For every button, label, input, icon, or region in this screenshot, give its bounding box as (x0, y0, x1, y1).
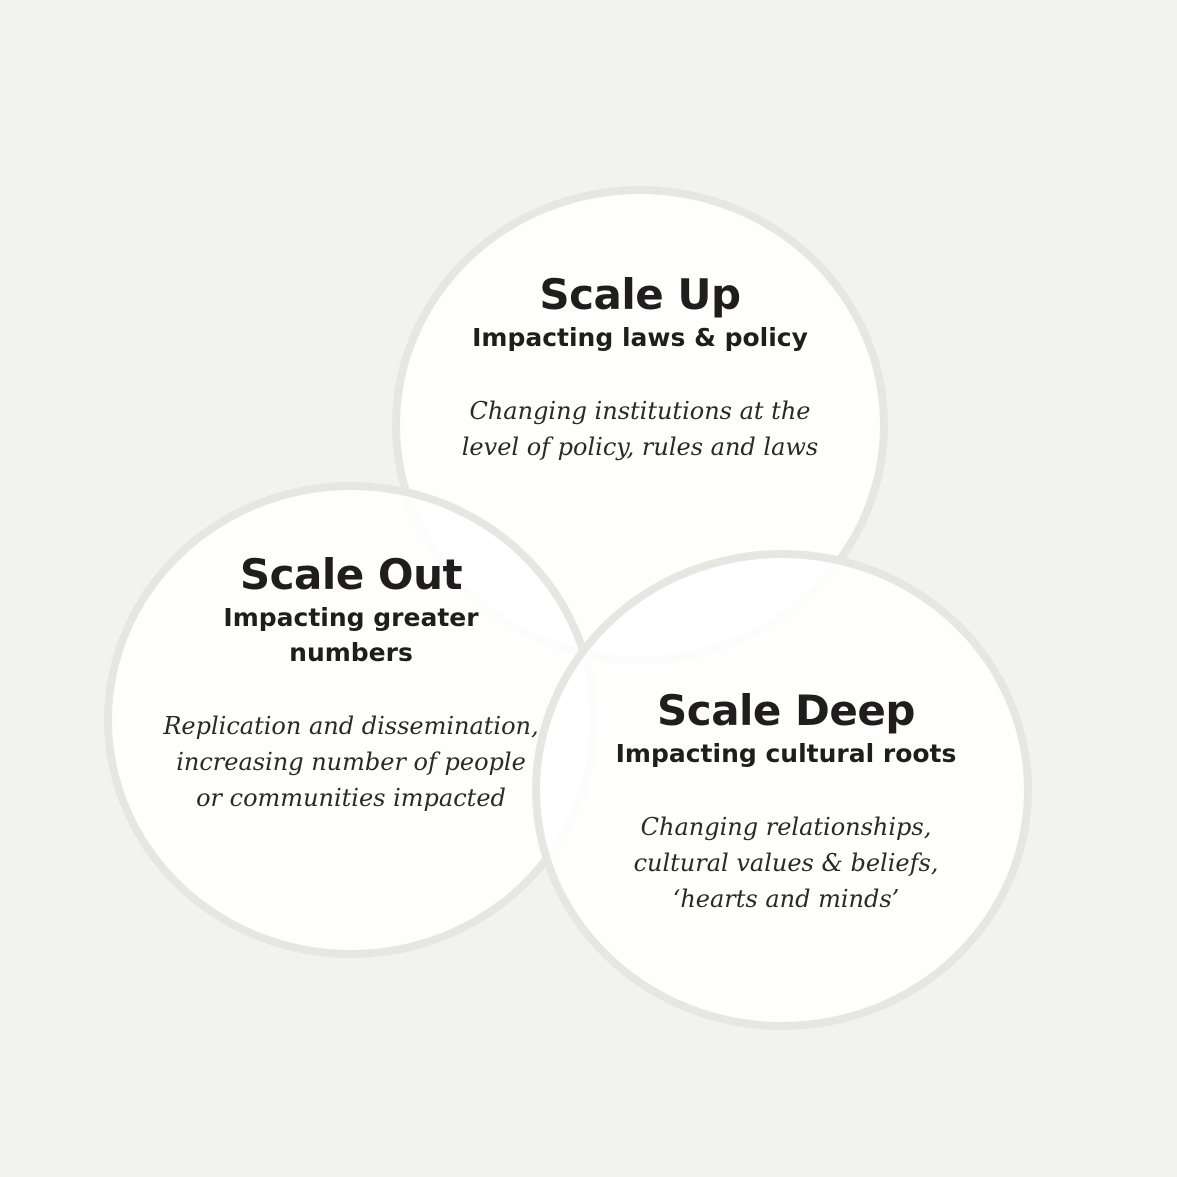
scale-deep-subtitle: Impacting cultural roots (615, 739, 957, 768)
scale-deep-label: Scale Deep Impacting cultural roots Chan… (586, 686, 986, 917)
scale-out-description: Replication and dissemination, increasin… (163, 712, 539, 812)
scale-deep-title: Scale Deep (657, 686, 915, 735)
scale-deep-description: Changing relationships, cultural values … (633, 813, 939, 913)
scale-out-label: Scale Out Impacting greater numbers Repl… (160, 550, 542, 816)
scale-out-circle (104, 482, 598, 958)
scale-up-description: Changing institutions at the level of po… (461, 397, 819, 461)
scale-deep-circle (532, 550, 1032, 1030)
scale-up-title: Scale Up (539, 270, 741, 319)
scale-out-subtitle: Impacting greater numbers (223, 603, 479, 667)
scale-out-title: Scale Out (239, 550, 463, 599)
scale-up-label: Scale Up Impacting laws & policy Changin… (430, 270, 850, 465)
scale-up-subtitle: Impacting laws & policy (472, 323, 808, 352)
